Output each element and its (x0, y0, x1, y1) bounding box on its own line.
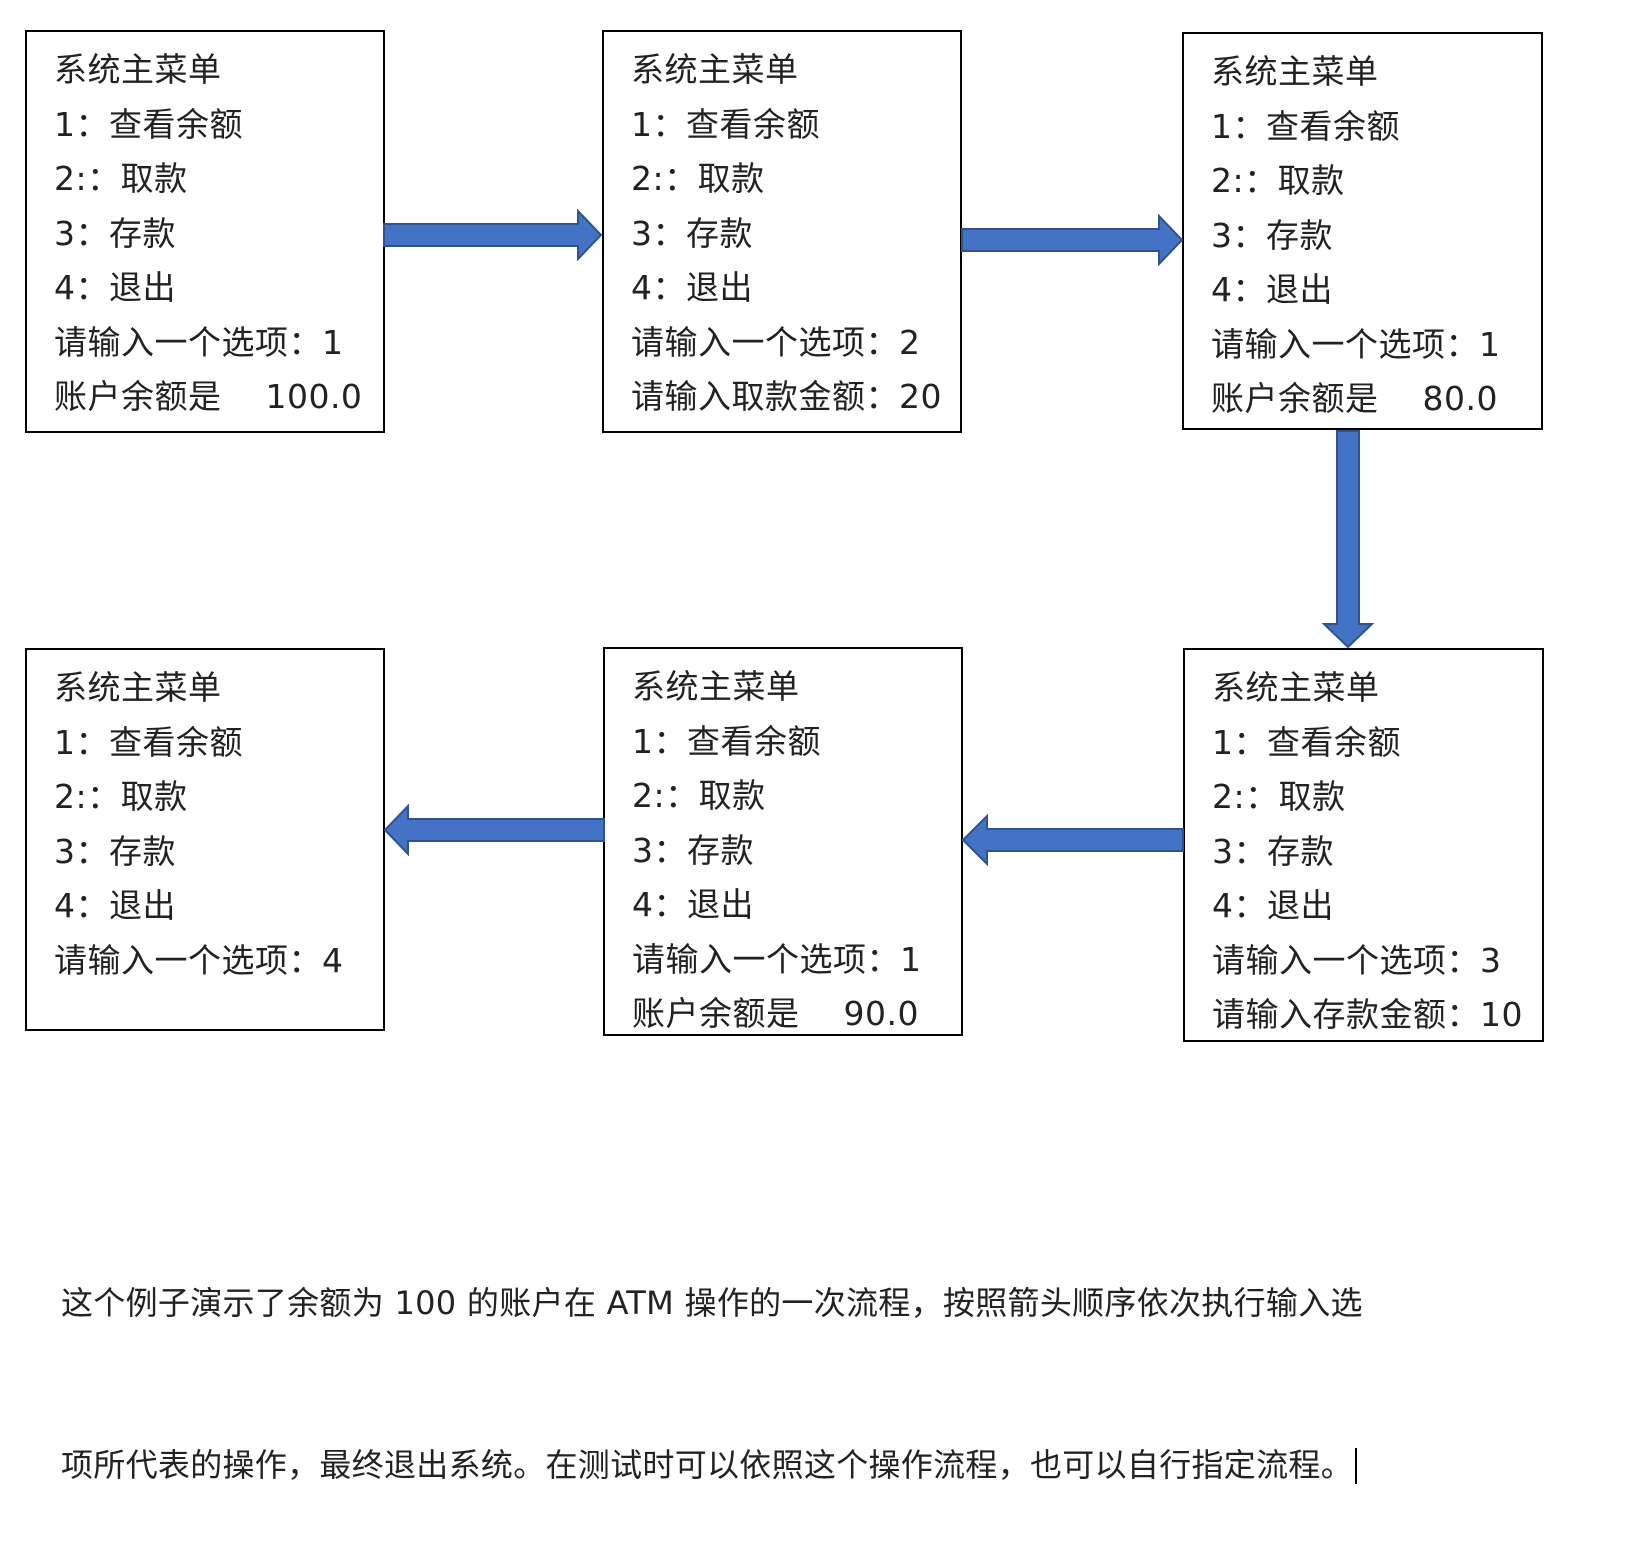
step-box-6-lines: 系统主菜单 1：查看余额 2:：取款 3：存款 4：退出 请输入一个选项：4 (54, 671, 344, 998)
caption-line-2: 项所代表的操作，最终退出系统。在测试时可以依照这个操作流程，也可以自行指定流程。 (61, 1438, 1363, 1492)
step-box-1-lines: 系统主菜单 1：查看余额 2:：取款 3：存款 4：退出 请输入一个选项：1 账… (54, 53, 362, 435)
step-box-5-lines: 系统主菜单 1：查看余额 2:：取款 3：存款 4：退出 请输入一个选项：1 账… (632, 670, 922, 1052)
option-prompt: 请输入一个选项：2 (631, 322, 921, 362)
menu-option-2: 2:：取款 (54, 777, 188, 816)
caption-paragraph: 这个例子演示了余额为 100 的账户在 ATM 操作的一次流程，按照箭头顺序依次… (61, 1168, 1363, 1546)
menu-title: 系统主菜单 (1212, 668, 1380, 707)
menu-option-3: 3：存款 (1211, 215, 1333, 255)
result-line: 请输入取款金额：20 (631, 377, 942, 416)
arrow-left-5-to-6-icon (383, 804, 605, 856)
arrow-left-4-to-5-icon (961, 814, 1184, 866)
menu-option-4: 4：退出 (1211, 270, 1333, 309)
result-line: 账户余额是 100.0 (54, 377, 363, 416)
arrow-right-1-to-2-icon (383, 209, 603, 261)
result-line: 账户余额是 90.0 (632, 994, 919, 1033)
menu-option-1: 1：查看余额 (1211, 106, 1400, 146)
menu-option-3: 3：存款 (1212, 831, 1334, 871)
menu-option-1: 1：查看余额 (54, 722, 243, 762)
menu-option-1: 1：查看余额 (54, 104, 243, 144)
menu-option-3: 3：存款 (54, 831, 176, 871)
menu-option-4: 4：退出 (54, 886, 176, 925)
option-prompt: 请输入一个选项：1 (632, 939, 922, 979)
menu-option-2: 2:：取款 (1211, 161, 1345, 200)
menu-option-1: 1：查看余额 (632, 721, 821, 761)
step-box-4-lines: 系统主菜单 1：查看余额 2:：取款 3：存款 4：退出 请输入一个选项：3 请… (1212, 671, 1523, 1053)
result-line: 请输入存款金额：10 (1212, 995, 1523, 1034)
step-box-1: 系统主菜单 1：查看余额 2:：取款 3：存款 4：退出 请输入一个选项：1 账… (25, 30, 385, 433)
menu-option-3: 3：存款 (54, 213, 176, 253)
step-box-2: 系统主菜单 1：查看余额 2:：取款 3：存款 4：退出 请输入一个选项：2 请… (602, 30, 962, 433)
menu-option-3: 3：存款 (632, 830, 754, 870)
option-prompt: 请输入一个选项：4 (54, 940, 344, 980)
menu-option-2: 2:：取款 (1212, 777, 1346, 816)
menu-option-3: 3：存款 (631, 213, 753, 253)
step-box-2-lines: 系统主菜单 1：查看余额 2:：取款 3：存款 4：退出 请输入一个选项：2 请… (631, 53, 942, 435)
step-box-3-lines: 系统主菜单 1：查看余额 2:：取款 3：存款 4：退出 请输入一个选项：1 账… (1211, 55, 1501, 437)
text-cursor (1355, 1448, 1358, 1484)
menu-title: 系统主菜单 (54, 50, 222, 89)
caption-line-1: 这个例子演示了余额为 100 的账户在 ATM 操作的一次流程，按照箭头顺序依次… (61, 1284, 1363, 1322)
menu-option-2: 2:：取款 (54, 159, 188, 198)
step-box-3: 系统主菜单 1：查看余额 2:：取款 3：存款 4：退出 请输入一个选项：1 账… (1182, 32, 1543, 430)
menu-option-1: 1：查看余额 (631, 104, 820, 144)
menu-option-2: 2:：取款 (632, 776, 766, 815)
option-prompt: 请输入一个选项：1 (1211, 324, 1501, 364)
menu-option-4: 4：退出 (632, 885, 754, 924)
caption-line-2-text: 项所代表的操作，最终退出系统。在测试时可以依照这个操作流程，也可以自行指定流程。 (61, 1446, 1354, 1484)
option-prompt: 请输入一个选项：3 (1212, 940, 1502, 980)
option-prompt: 请输入一个选项：1 (54, 322, 344, 362)
step-box-6: 系统主菜单 1：查看余额 2:：取款 3：存款 4：退出 请输入一个选项：4 (25, 648, 385, 1031)
step-box-5: 系统主菜单 1：查看余额 2:：取款 3：存款 4：退出 请输入一个选项：1 账… (603, 647, 963, 1036)
menu-option-4: 4：退出 (54, 268, 176, 307)
menu-title: 系统主菜单 (1211, 52, 1379, 91)
menu-option-4: 4：退出 (631, 268, 753, 307)
menu-option-2: 2:：取款 (631, 159, 765, 198)
menu-title: 系统主菜单 (631, 50, 799, 89)
step-box-4: 系统主菜单 1：查看余额 2:：取款 3：存款 4：退出 请输入一个选项：3 请… (1183, 648, 1544, 1042)
arrow-right-2-to-3-icon (961, 214, 1184, 266)
menu-title: 系统主菜单 (54, 668, 222, 707)
menu-title: 系统主菜单 (632, 667, 800, 706)
arrow-down-3-to-4-icon (1322, 430, 1374, 649)
menu-option-1: 1：查看余额 (1212, 722, 1401, 762)
result-line: 账户余额是 80.0 (1211, 379, 1498, 418)
menu-option-4: 4：退出 (1212, 886, 1334, 925)
